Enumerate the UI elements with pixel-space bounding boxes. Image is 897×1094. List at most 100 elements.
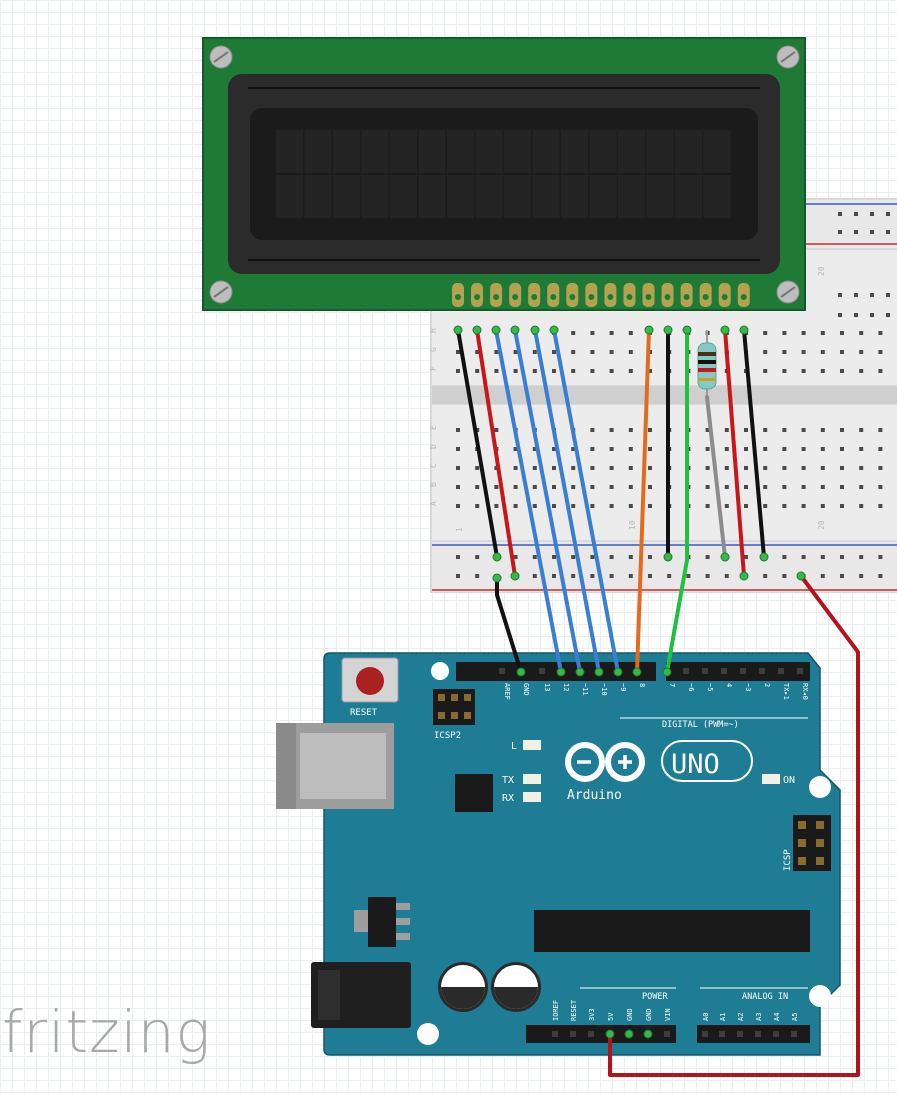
header-pin[interactable] [702,1031,708,1037]
wire-endpoint[interactable] [682,325,692,335]
mounting-hole [809,776,831,798]
wire-endpoint[interactable] [796,571,806,581]
breadboard-hole [552,447,556,451]
lcd-char-cell [390,175,417,218]
wire-endpoint[interactable] [530,325,540,335]
wire-endpoint[interactable] [720,552,730,562]
wire-endpoint[interactable] [720,325,730,335]
header-pin[interactable] [737,1031,743,1037]
wire-endpoint[interactable] [632,667,642,677]
wire-blue [513,328,582,674]
reset-button[interactable] [341,657,399,703]
breadboard-hole [456,447,460,451]
wire-endpoint[interactable] [492,573,502,583]
wire-endpoint[interactable] [492,552,502,562]
breadboard-hole [763,331,768,335]
wire-endpoint[interactable] [453,325,463,335]
wire-endpoint[interactable] [643,1029,653,1039]
lcd-char-cell [504,130,531,173]
lcd-screen [250,108,758,240]
breadboard-hole [859,447,864,451]
pin-label: A5 [791,1013,799,1021]
breadboard-hole [532,485,537,489]
pin-label: 2 [763,683,771,687]
header-pin[interactable] [721,668,727,674]
wire-red [475,328,517,578]
wire-endpoint[interactable] [739,325,749,335]
wire-endpoint[interactable] [594,667,604,677]
header-pin[interactable] [499,668,505,674]
header-pin[interactable] [664,1031,670,1037]
wire-endpoint[interactable] [510,571,520,581]
wire-endpoint[interactable] [549,325,559,335]
header-pin[interactable] [755,1031,761,1037]
rail-hole [609,555,614,559]
pin-label: GND [645,1008,653,1021]
wire-endpoint[interactable] [624,1029,634,1039]
header-pin[interactable] [719,1031,725,1037]
breadboard-hole [840,428,844,432]
header-pin[interactable] [539,668,545,674]
lcd-char-cell [447,175,474,218]
header-pin[interactable] [773,1031,779,1037]
wire-endpoint[interactable] [575,667,585,677]
pin-label: ~3 [744,683,752,691]
breadboard-hole [609,485,614,489]
wire-blue [533,328,601,674]
breadboard-hole [705,428,710,432]
rail-hole [628,574,633,578]
lcd-char-cell [561,175,588,218]
capacitor [438,962,488,1012]
breadboard-hole [840,369,844,373]
breadboard-hole [628,466,633,470]
header-pin[interactable] [778,668,784,674]
lcd-char-cell [276,175,303,218]
pin-label: 5V [607,1012,615,1021]
wire-endpoint[interactable] [510,325,520,335]
row-letter: B [429,482,438,487]
header-pin[interactable] [570,1031,576,1037]
wire-endpoint[interactable] [556,667,566,677]
breadboard-hole [820,485,825,489]
breadboard-hole [648,485,652,489]
header-pin[interactable] [683,668,689,674]
lcd-char-cell [390,130,417,173]
arduino-pcb [323,652,841,1056]
screw-icon [776,45,800,69]
breadboard-hole [724,485,729,489]
wire-endpoint[interactable] [644,325,654,335]
header-pin[interactable] [797,668,803,674]
breadboard-hole [782,369,787,373]
wire-endpoint[interactable] [739,571,749,581]
lcd-char-cell [703,130,731,173]
header-pin[interactable] [702,668,708,674]
wire-endpoint[interactable] [605,1029,615,1039]
header-pin[interactable] [759,668,765,674]
breadboard-hole [870,313,874,317]
lcd-pin-hole [683,294,690,300]
lcd-pin-hole [664,294,671,300]
pin-label: 3V3 [588,1008,596,1021]
wire-endpoint[interactable] [491,325,501,335]
wire-endpoint[interactable] [663,325,673,335]
breadboard-hole [648,466,652,470]
rail-hole [628,555,633,559]
breadboard-hole [878,447,883,451]
breadboard-hole [571,485,576,489]
header-pin[interactable] [791,1031,797,1037]
wire-endpoint[interactable] [613,667,623,677]
breadboard-hole [859,369,864,373]
wire-endpoint[interactable] [472,325,482,335]
breadboard-hole [552,350,556,354]
header-pin[interactable] [740,668,746,674]
wire-endpoint[interactable] [663,552,673,562]
breadboard-hole [552,485,556,489]
led-tx [523,774,541,784]
header-pin[interactable] [588,1031,594,1037]
wire-endpoint[interactable] [662,667,672,677]
wire-endpoint[interactable] [516,667,526,677]
header-pin[interactable] [552,1031,558,1037]
led-on [762,774,780,784]
breadboard-hole [763,369,768,373]
wire-endpoint[interactable] [759,552,769,562]
